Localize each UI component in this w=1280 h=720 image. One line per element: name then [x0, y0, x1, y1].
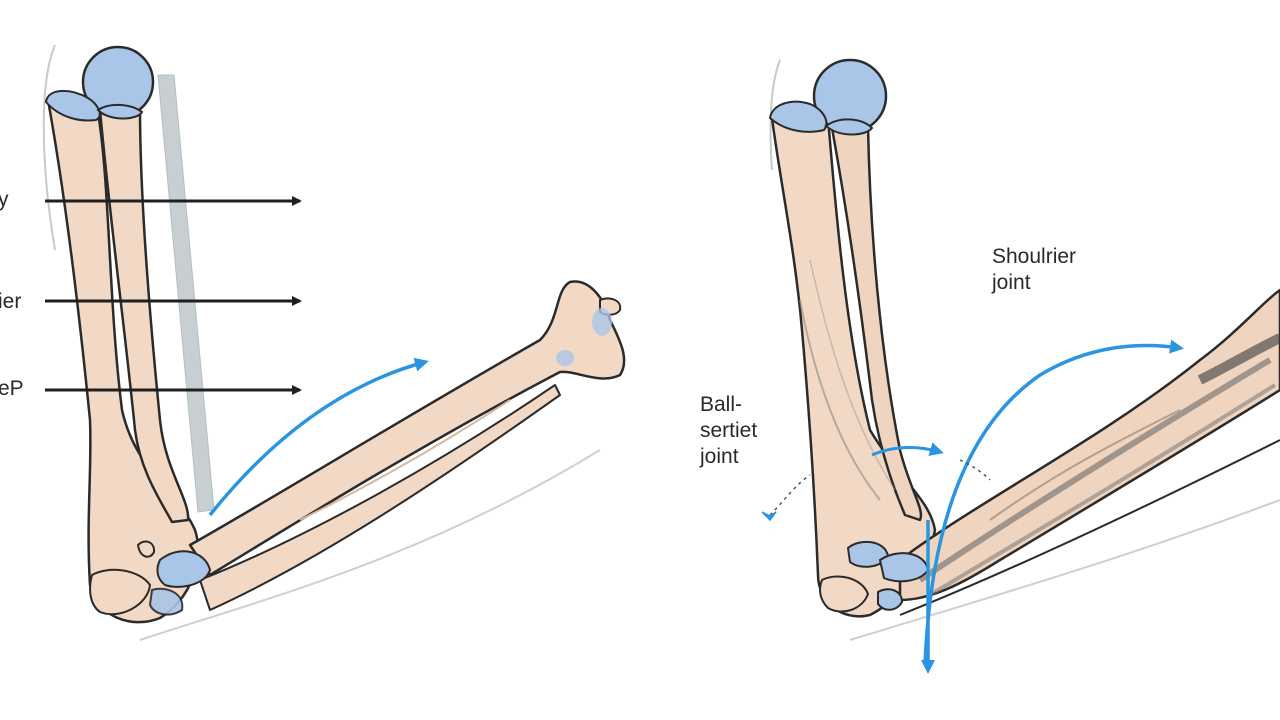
left-forearm-shadow [299, 399, 511, 521]
right-elbow-cartilage-3 [877, 588, 904, 611]
left-elbow-cartilage-2 [148, 587, 184, 616]
ball-socket-joint-label: Ball- sertiet joint [700, 393, 758, 468]
right-forearm-lower-edge [899, 439, 1280, 616]
left-motion-arrow [208, 357, 429, 517]
right-bed-outline [849, 499, 1280, 641]
right-forearm-muscle-band-2 [928, 383, 1277, 597]
right-forearm-muscle-band-3 [1197, 333, 1280, 385]
left-elbow-cartilage-1 [156, 550, 212, 588]
right-forearm-muscle-band [918, 357, 1272, 583]
right-ulna-cap [824, 118, 874, 136]
left-ulna-cap [96, 104, 144, 120]
left-elbow-illustration [42, 44, 626, 641]
left-body-outline [42, 44, 56, 251]
left-ulna-bone [98, 106, 190, 524]
left-bed-outline [139, 449, 601, 641]
right-upper-muscle-shading [799, 299, 881, 501]
left-forearm-bone-upper [188, 280, 626, 577]
right-elbow-cartilage-2 [878, 552, 930, 583]
right-ulna-bone [830, 124, 923, 522]
left-wrist-cartilage [592, 308, 612, 336]
left-label-1: y [0, 188, 9, 211]
right-elbow-illustration [761, 58, 1280, 674]
right-humerus-cap [768, 100, 828, 133]
right-large-motion-arrow [923, 339, 1184, 666]
left-label-2: ier [0, 290, 22, 313]
left-elbow-small-bone [136, 540, 156, 558]
right-forearm-bone [898, 288, 1280, 602]
left-label-3: eP [0, 377, 24, 400]
shoulder-joint-label: Shoulrier joint [992, 245, 1077, 294]
right-elbow-condyle [819, 575, 870, 613]
left-forearm-cartilage [556, 350, 574, 366]
right-forearm-contour [989, 409, 1181, 521]
left-elbow-condyle [89, 568, 152, 616]
right-dotted-leader-1 [769, 474, 811, 516]
left-forearm-bone-lower [199, 384, 561, 611]
right-dotted-leader-2 [959, 459, 991, 481]
right-upper-muscle-shading-2 [809, 259, 896, 491]
right-small-blue-mark [761, 511, 777, 522]
right-small-motion-arrow [871, 442, 944, 457]
left-vertical-guide [157, 74, 215, 513]
